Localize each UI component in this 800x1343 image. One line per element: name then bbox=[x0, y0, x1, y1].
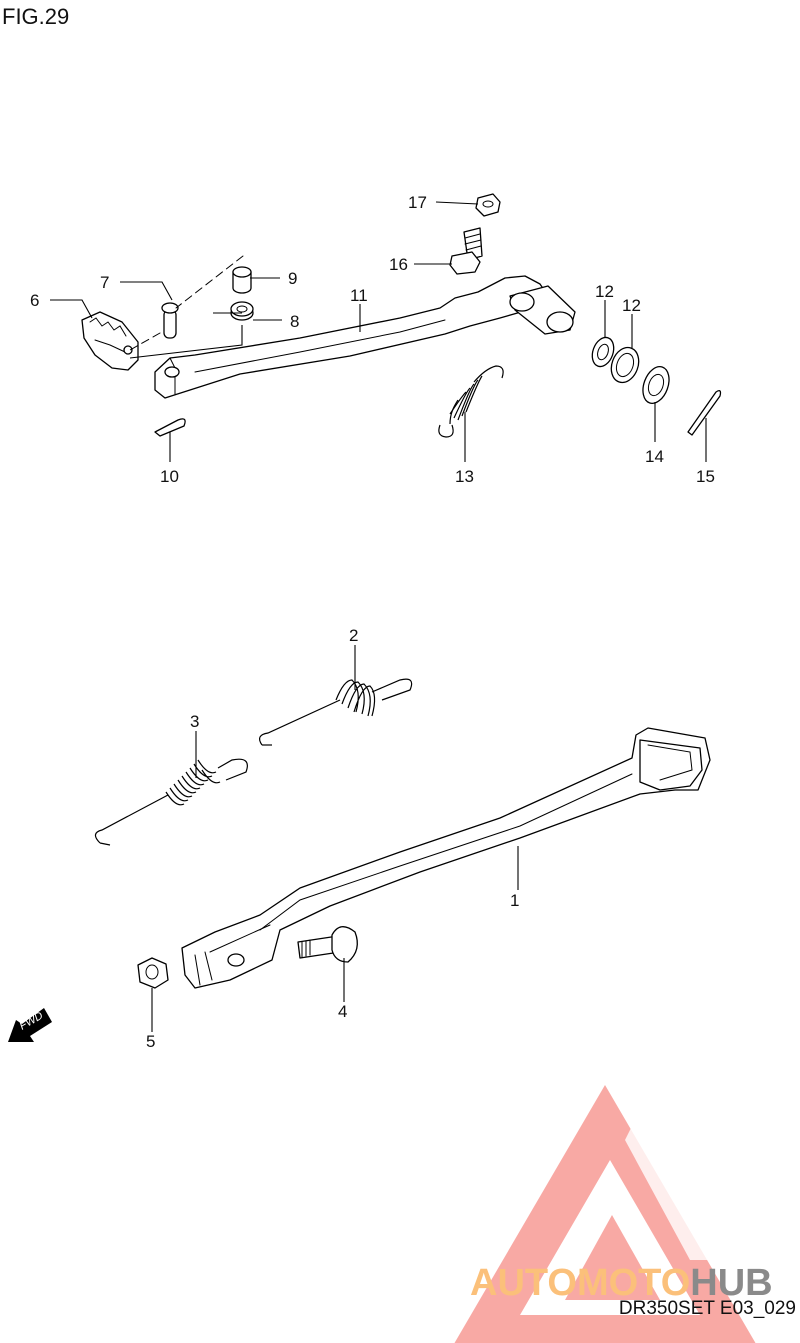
watermark-part-auto: AUTO bbox=[470, 1262, 577, 1304]
callout-6: 6 bbox=[30, 291, 39, 310]
watermark-logo bbox=[454, 1085, 756, 1343]
callout-1: 1 bbox=[510, 891, 519, 910]
callout-8: 8 bbox=[290, 312, 299, 331]
collar bbox=[232, 266, 252, 294]
callout-3: 3 bbox=[190, 712, 199, 731]
hex-nut-top bbox=[475, 193, 501, 217]
callout-4: 4 bbox=[338, 1002, 347, 1021]
side-stand-nut bbox=[137, 957, 169, 989]
spring-washer bbox=[230, 301, 254, 321]
callout-16: 16 bbox=[389, 255, 408, 274]
callout-14: 14 bbox=[645, 447, 664, 466]
washer-12b bbox=[610, 346, 640, 384]
reference-code: DR350SET E03_029 bbox=[618, 1298, 796, 1319]
side-stand-bolt bbox=[297, 926, 358, 963]
callout-7: 7 bbox=[100, 273, 109, 292]
cotter-pin-large bbox=[687, 390, 722, 436]
brake-pedal-arm bbox=[154, 275, 576, 399]
cotter-pin-small bbox=[154, 418, 186, 437]
forward-direction-icon: FWD bbox=[8, 1008, 52, 1042]
pedal-return-spring bbox=[438, 365, 504, 438]
watermark-text: AUTOMOTOHUB bbox=[470, 1262, 773, 1305]
callout-9: 9 bbox=[288, 269, 297, 288]
watermark-part-hub: HUB bbox=[690, 1262, 773, 1304]
side-stand-leg bbox=[181, 727, 711, 989]
adjuster-bolt bbox=[449, 227, 483, 275]
washer-14 bbox=[642, 366, 670, 404]
side-stand-spring-inner bbox=[94, 758, 248, 846]
callout-17: 17 bbox=[408, 193, 427, 212]
callout-11: 11 bbox=[350, 286, 368, 305]
watermark-part-moto: MOTO bbox=[576, 1262, 691, 1304]
figure-title: FIG.29 bbox=[2, 4, 70, 29]
leader-lines bbox=[50, 201, 707, 1032]
pedal-foot-tip bbox=[81, 311, 139, 371]
callout-15: 15 bbox=[696, 467, 715, 486]
callout-12a: 12 bbox=[595, 282, 614, 301]
callout-13: 13 bbox=[455, 467, 474, 486]
clevis-pin bbox=[161, 302, 179, 339]
callout-12b: 12 bbox=[622, 296, 641, 315]
callout-5: 5 bbox=[146, 1032, 155, 1051]
callout-10: 10 bbox=[160, 467, 179, 486]
washer-12a bbox=[591, 336, 615, 368]
callout-labels: 1 2 3 4 5 6 7 8 9 10 11 12 12 13 14 15 1… bbox=[30, 193, 715, 1051]
side-stand-spring-outer bbox=[258, 678, 413, 746]
callout-2: 2 bbox=[349, 626, 358, 645]
